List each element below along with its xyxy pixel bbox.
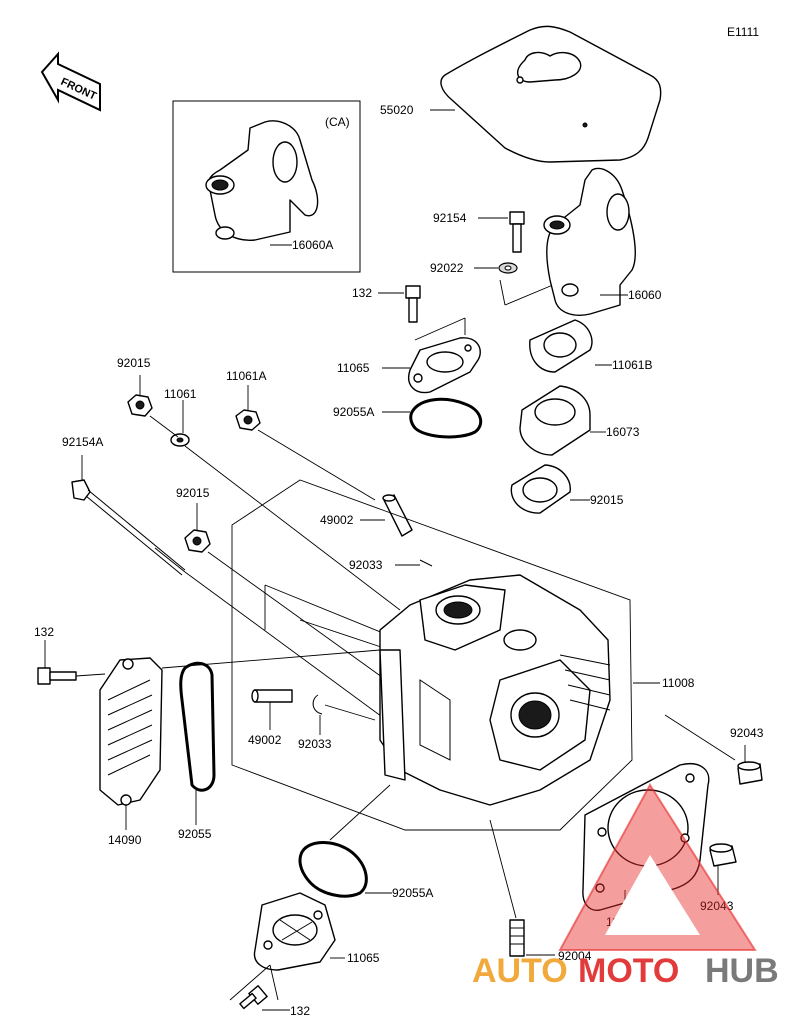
- part-label: 16060: [628, 288, 662, 302]
- part-label: 92043: [730, 726, 764, 740]
- part-label: 49002: [248, 733, 282, 747]
- part-label: 92033: [298, 737, 332, 751]
- insulator-16073[interactable]: [519, 385, 591, 456]
- part-label: 92015: [176, 486, 210, 500]
- svg-text:HUB: HUB: [705, 952, 779, 990]
- dowel-92043-upper[interactable]: [737, 761, 763, 785]
- intake-pipe-16060[interactable]: [543, 167, 636, 316]
- part-label: 11008: [662, 676, 695, 690]
- nut-92015-b[interactable]: [235, 409, 261, 431]
- o-ring-92055a-upper[interactable]: [409, 397, 483, 439]
- diagram-code: E1111: [727, 25, 759, 39]
- cover-11065-upper[interactable]: [408, 337, 481, 394]
- clip-92033-lower[interactable]: [312, 694, 323, 715]
- cylinder-head-11008[interactable]: [379, 574, 611, 806]
- part-label: 11061A: [226, 369, 266, 383]
- cover-11065-lower[interactable]: [253, 892, 336, 971]
- part-label: 92154: [433, 211, 467, 225]
- part-label: 11065: [347, 951, 380, 965]
- part-label: 92015: [117, 356, 151, 370]
- part-label: 92022: [430, 261, 464, 275]
- head-cover-14090[interactable]: [99, 657, 163, 806]
- part-label: 92154A: [62, 435, 103, 449]
- variant-box: [172, 100, 361, 273]
- part-label: 132: [290, 1004, 310, 1018]
- gasket-92055[interactable]: [179, 661, 216, 792]
- o-ring-92055a-lower[interactable]: [298, 841, 368, 898]
- valve-guide-49002-lower[interactable]: [251, 689, 293, 703]
- dowel-92043-lower[interactable]: [709, 843, 737, 867]
- bolt-132-middle[interactable]: [37, 667, 77, 685]
- intake-pipe-ca[interactable]: [205, 120, 319, 241]
- part-label: 92033: [349, 558, 383, 572]
- nut-92015-c[interactable]: [184, 529, 211, 553]
- air-filter-element[interactable]: [440, 25, 662, 163]
- variant-label: (CA): [325, 115, 350, 129]
- svg-text:AUTO: AUTO: [472, 952, 568, 990]
- cylinder-gasket-11004[interactable]: [582, 763, 710, 911]
- svg-text:MOTO: MOTO: [578, 952, 679, 990]
- part-label: 132: [34, 625, 54, 639]
- gasket-11061a[interactable]: [510, 464, 571, 514]
- part-label: 14090: [108, 833, 142, 847]
- washer-92022[interactable]: [498, 262, 518, 274]
- part-label: 55020: [380, 103, 414, 117]
- clip-92033-upper[interactable]: [419, 559, 433, 567]
- part-label: 11065: [337, 361, 370, 375]
- part-label: 16060A: [292, 238, 333, 252]
- part-label: 132: [352, 286, 372, 300]
- bolt-132-lower[interactable]: [239, 985, 268, 1010]
- watermark-logo: AUTO MOTO HUB: [472, 783, 779, 990]
- part-label: 92055A: [392, 886, 433, 900]
- nut-92015-a[interactable]: [127, 394, 153, 417]
- part-label: 92015: [590, 493, 624, 507]
- gasket-11061b[interactable]: [529, 319, 593, 373]
- part-label: 49002: [320, 513, 354, 527]
- part-label: 92055: [178, 827, 212, 841]
- stud-92004[interactable]: [509, 919, 525, 957]
- part-label: 92055A: [333, 405, 374, 419]
- part-label: 11061: [164, 387, 197, 401]
- part-label: 92004: [558, 949, 592, 963]
- part-label: 11061B: [612, 358, 652, 372]
- bolt-132-upper[interactable]: [405, 285, 421, 323]
- bolt-92154[interactable]: [509, 211, 525, 253]
- front-arrow-icon: FRONT: [40, 51, 101, 112]
- stud-92154a[interactable]: [71, 479, 186, 576]
- part-label: 16073: [606, 425, 640, 439]
- washer-11061[interactable]: [170, 433, 190, 447]
